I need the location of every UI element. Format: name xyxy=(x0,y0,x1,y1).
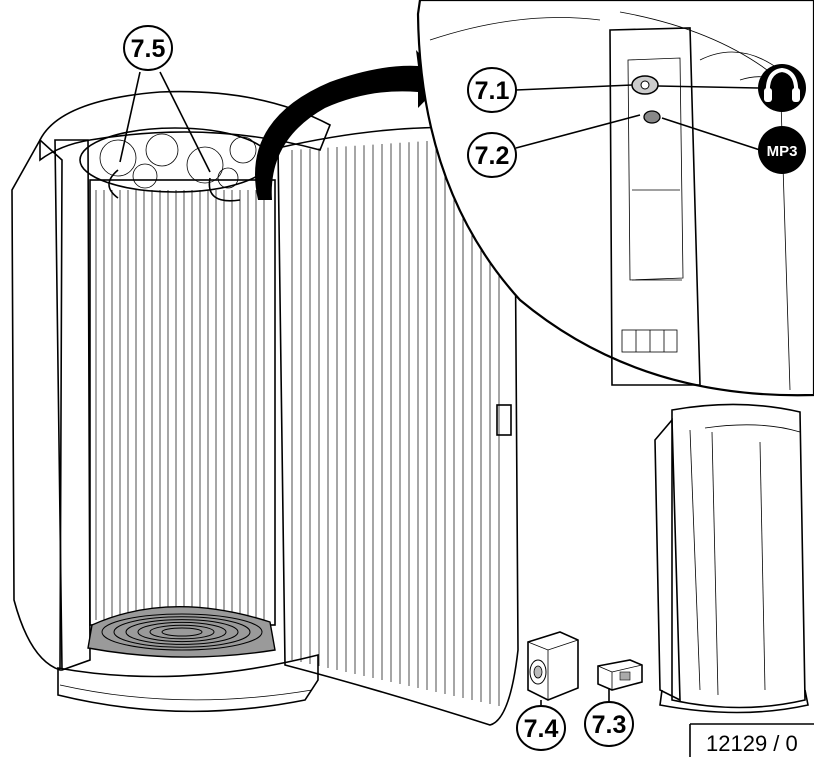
svg-text:7.1: 7.1 xyxy=(475,77,510,105)
booth-floor-plate xyxy=(87,606,276,658)
booth-base xyxy=(57,653,319,713)
speaker-box xyxy=(527,631,579,705)
connector-box xyxy=(597,659,643,702)
callout-7-2: 7.2 xyxy=(467,132,517,178)
detail-magnifier xyxy=(416,0,814,397)
curved-arrow xyxy=(255,50,445,200)
detail-vent xyxy=(621,329,678,353)
svg-text:7.2: 7.2 xyxy=(475,142,510,170)
booth-door xyxy=(277,126,519,726)
callout-7-4: 7.4 xyxy=(516,705,566,751)
callout-7-1: 7.1 xyxy=(467,67,517,113)
mp3-badge: MP3 xyxy=(758,126,806,174)
callout-7-3: 7.3 xyxy=(584,701,634,747)
floor-pattern xyxy=(101,613,263,651)
svg-text:7.4: 7.4 xyxy=(524,715,559,743)
tanning-booth xyxy=(11,50,519,726)
callout-7-5: 7.5 xyxy=(123,25,173,71)
svg-text:7.3: 7.3 xyxy=(592,711,627,739)
booth-canopy xyxy=(39,90,332,162)
booth-uv-tubes xyxy=(95,190,265,620)
booth-left-wall xyxy=(11,138,63,672)
door-handle xyxy=(496,404,512,436)
booth-left-frame xyxy=(54,139,91,672)
small-booth xyxy=(654,403,809,714)
svg-text:7.5: 7.5 xyxy=(131,35,166,63)
headphones-icon xyxy=(764,67,800,102)
leader-lines xyxy=(119,71,761,173)
booth-inner-back xyxy=(89,179,276,626)
svg-text:MP3: MP3 xyxy=(767,143,798,160)
mp3-jack xyxy=(643,110,661,124)
detail-panel xyxy=(609,27,701,386)
figure-reference: 12129 / 0 xyxy=(689,723,814,757)
detail-circle-outline xyxy=(416,0,814,397)
svg-text:12129 / 0: 12129 / 0 xyxy=(706,731,798,756)
headphones-badge xyxy=(758,64,806,112)
